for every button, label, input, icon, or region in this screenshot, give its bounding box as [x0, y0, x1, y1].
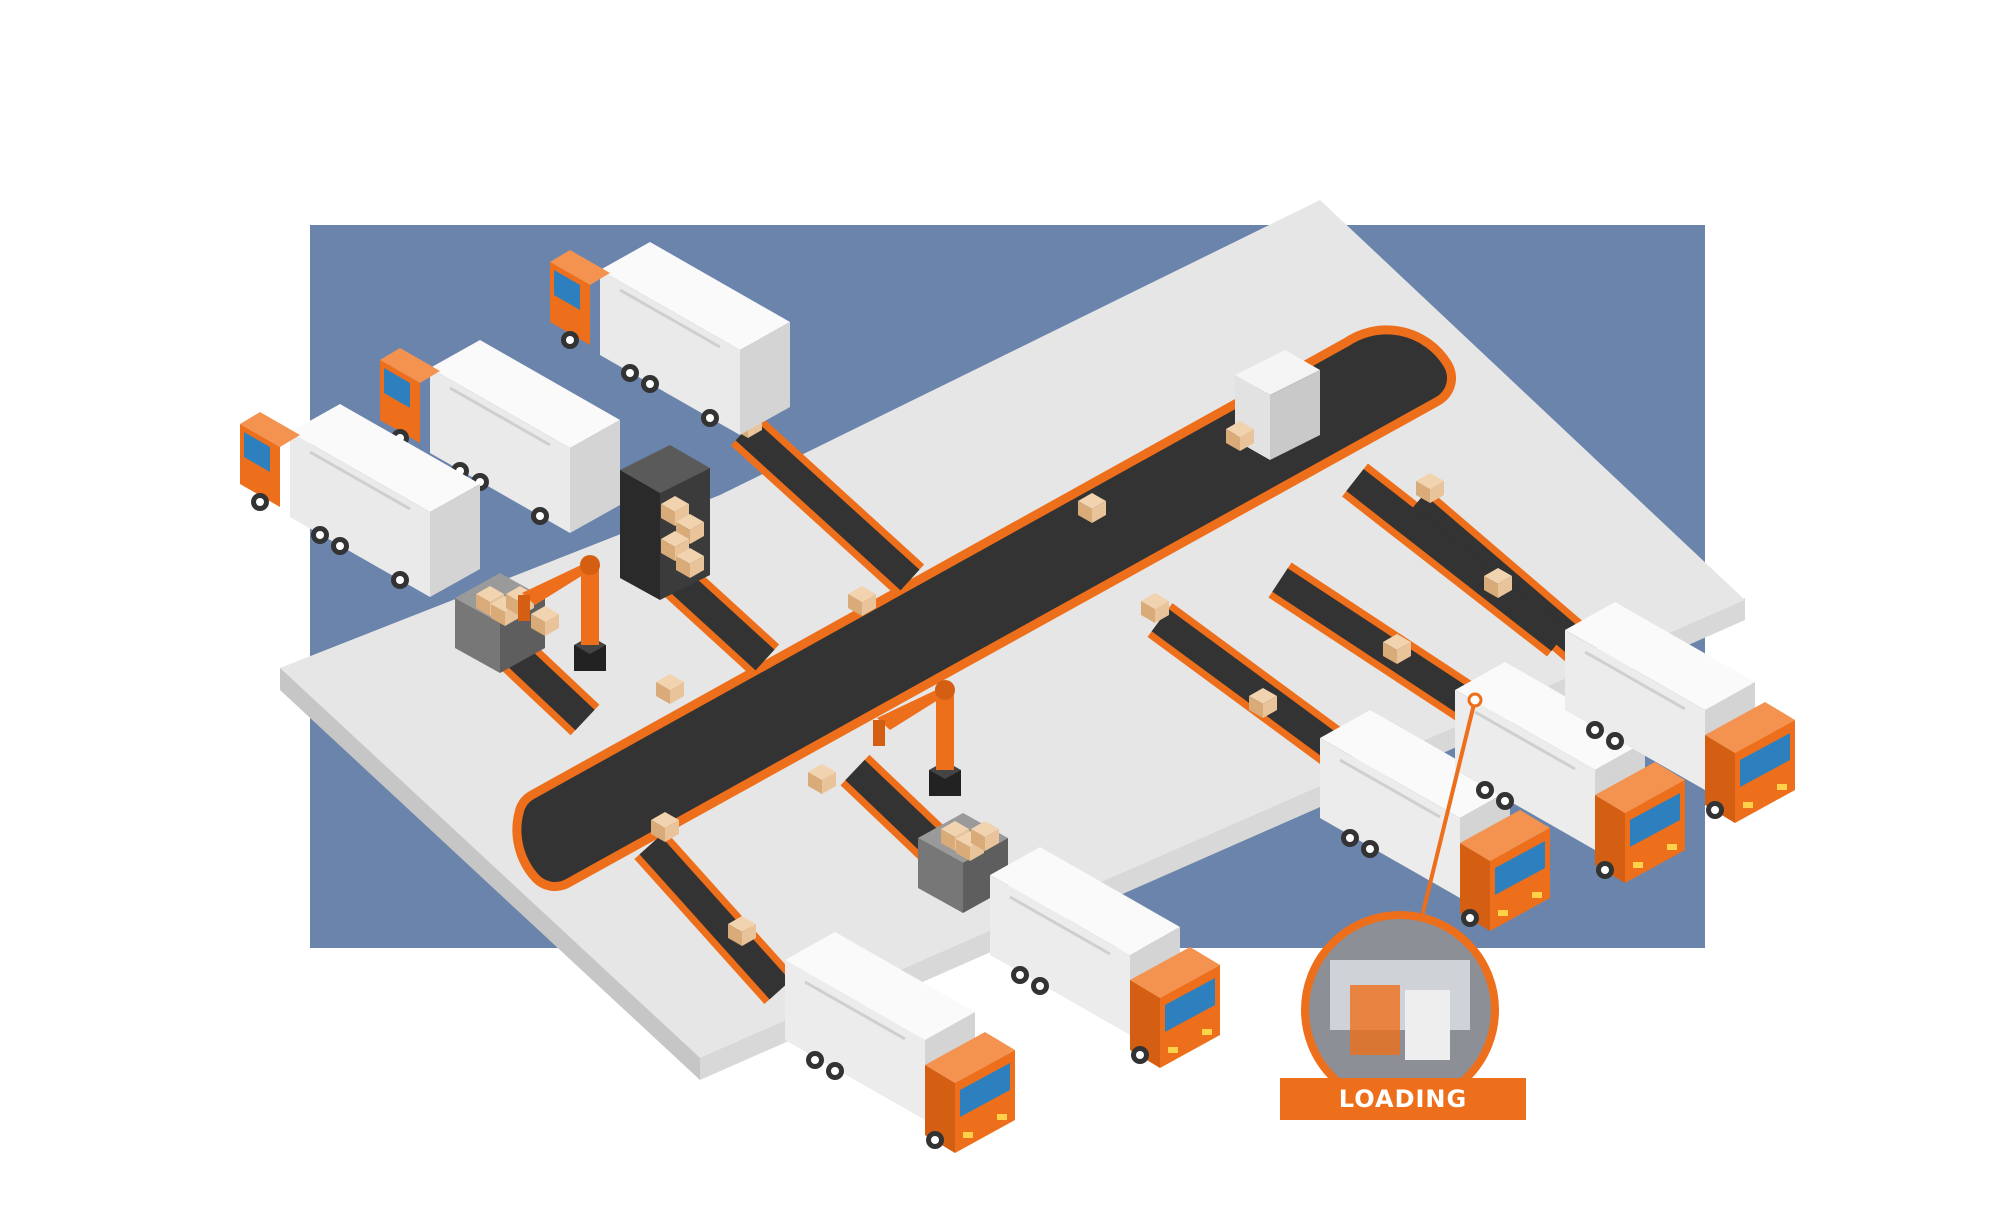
scanner-tunnel-icon [1235, 350, 1320, 460]
loading-label: LOADING [1280, 1078, 1526, 1120]
conveyor-loop [512, 325, 1456, 891]
storage-rack-icon [620, 445, 710, 600]
loading-callout [1301, 692, 1499, 1109]
